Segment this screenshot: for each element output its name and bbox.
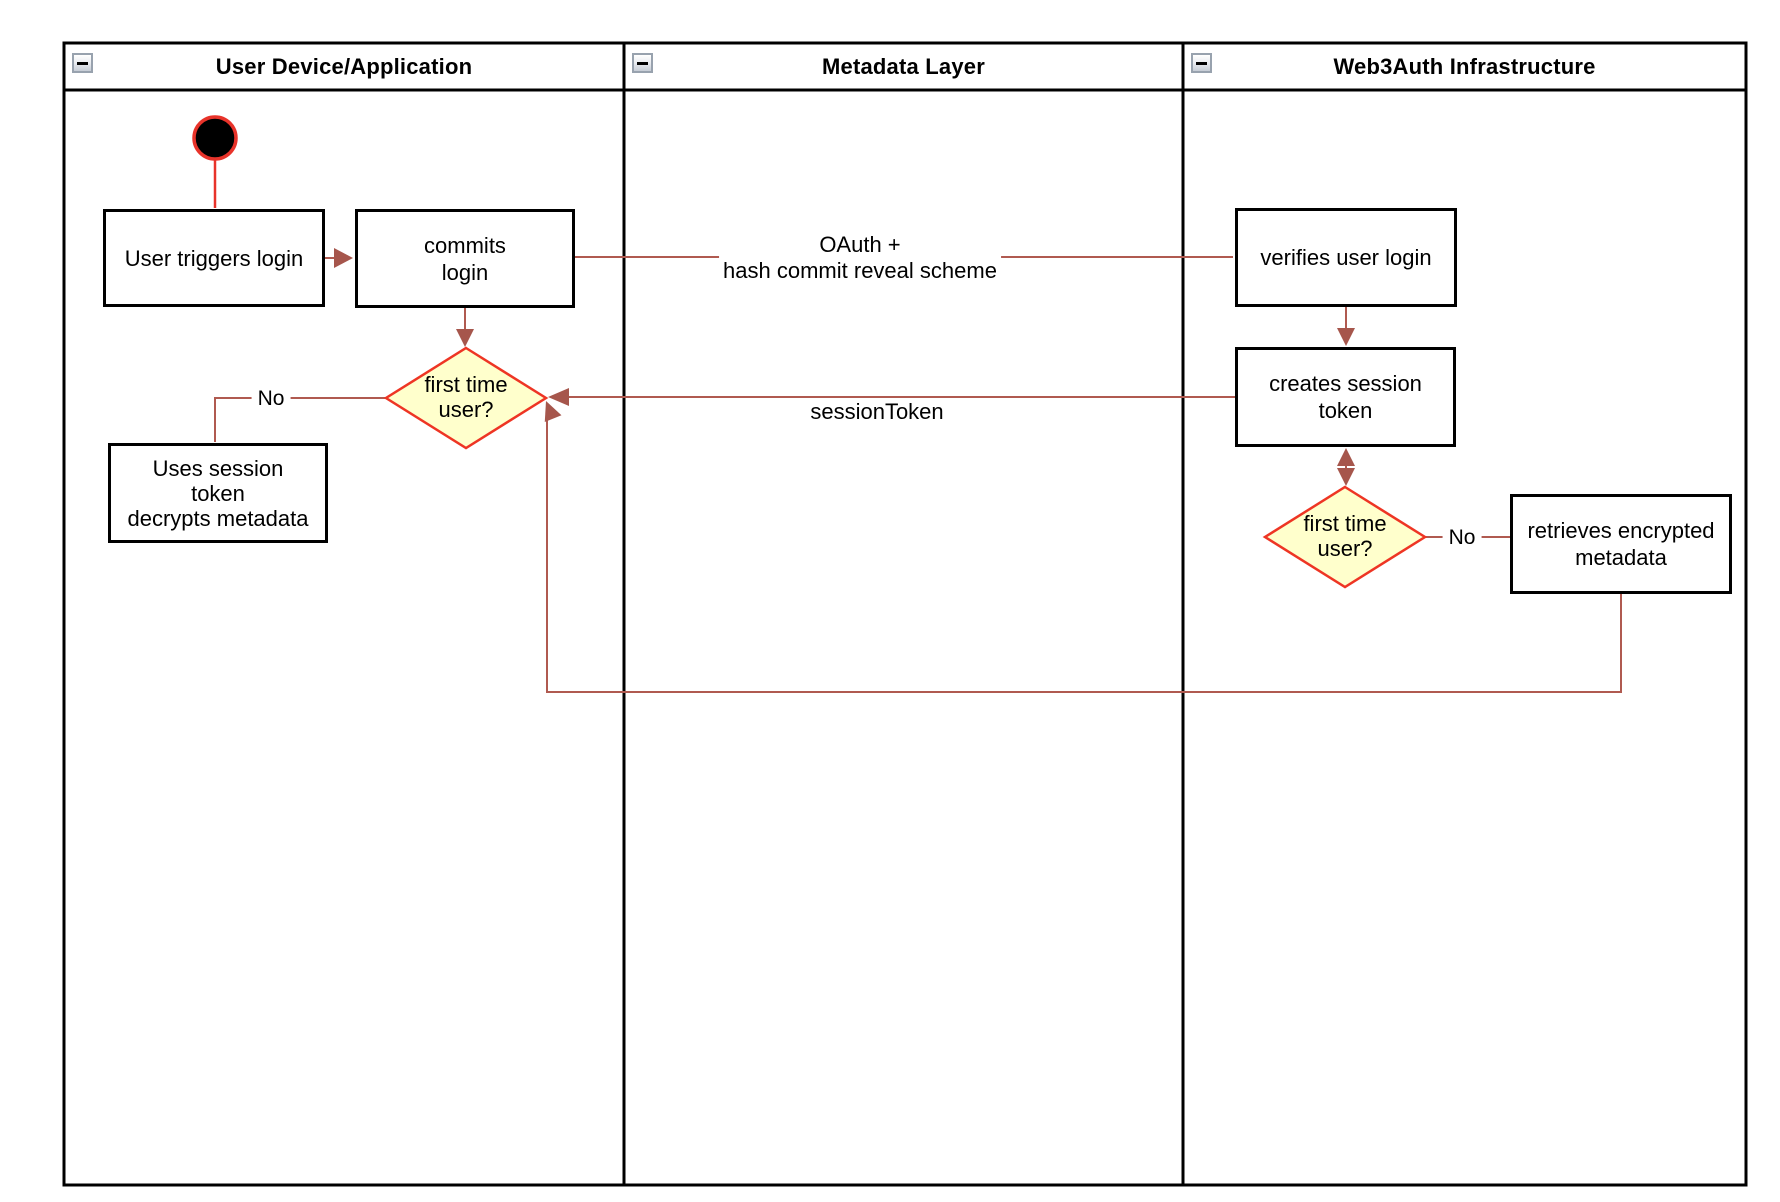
activity-label: User triggers login: [124, 245, 304, 271]
arrowhead-trigger-to-commit: [334, 248, 353, 268]
activity-label: Uses session: [152, 455, 284, 481]
activity-retrieves-encrypted-metadata: retrieves encrypted metadata: [1510, 494, 1732, 594]
collapse-lane-icon[interactable]: [72, 53, 93, 73]
minus-icon: [637, 61, 648, 65]
decision-first-time-user-device-label: first time user?: [424, 372, 508, 422]
lane-header-metadata-layer: Metadata Layer: [624, 43, 1183, 90]
collapse-lane-icon[interactable]: [1191, 53, 1212, 73]
activity-user-triggers-login: User triggers login: [103, 209, 325, 307]
edge-label-oauth: OAuth + hash commit reveal scheme: [719, 232, 1001, 284]
activity-commits-login: commits login: [355, 209, 575, 308]
edge-label-no-infra: No: [1442, 525, 1482, 551]
decision-first-time-user-infra-label: first time user?: [1303, 511, 1387, 561]
edge-label-no-device: No: [251, 386, 291, 412]
start-node: [192, 115, 238, 161]
edge-feedback-loop: [546, 416, 1622, 693]
arrowhead-commit-to-decision1: [456, 329, 474, 347]
lane-header-user-device: User Device/Application: [64, 43, 624, 90]
lane-header-web3auth: Web3Auth Infrastructure: [1183, 43, 1746, 90]
arrowhead-up-create-decision2: [1337, 448, 1355, 466]
activity-label: login: [441, 259, 489, 285]
lane-title-metadata-layer: Metadata Layer: [822, 53, 985, 79]
arrowhead-verify-to-create: [1337, 328, 1355, 346]
activity-label: token: [1318, 398, 1373, 423]
activity-verifies-user-login: verifies user login: [1235, 208, 1457, 307]
activity-label: verifies user login: [1260, 245, 1432, 270]
minus-icon: [77, 61, 88, 65]
activity-label: commits: [424, 232, 506, 258]
decision-first-time-user-infra-shape: [1262, 485, 1428, 589]
arrowhead-down-create-decision2: [1337, 468, 1355, 486]
minus-icon: [1196, 61, 1207, 65]
arrowhead-feedback-loop: [544, 401, 562, 422]
edge-label-session-token: sessionToken: [810, 399, 944, 424]
activity-label: retrieves encrypted: [1527, 518, 1715, 543]
arrowhead-session-token: [548, 388, 569, 406]
lane-title-web3auth: Web3Auth Infrastructure: [1333, 53, 1596, 79]
pool-frame: [62, 41, 1748, 1187]
lane-title-user-device: User Device/Application: [215, 53, 473, 79]
activity-label: metadata: [1575, 545, 1667, 570]
activity-label: creates session: [1269, 371, 1422, 396]
activity-creates-session-token: creates session token: [1235, 347, 1456, 447]
collapse-lane-icon[interactable]: [632, 53, 653, 73]
edge-no-device: [214, 397, 386, 442]
activity-uses-session-token: Uses session token decrypts metadata: [108, 443, 328, 543]
activity-label: token: [191, 480, 245, 506]
decision-first-time-user-device-shape: [383, 346, 549, 450]
activity-label: decrypts metadata: [127, 505, 309, 531]
